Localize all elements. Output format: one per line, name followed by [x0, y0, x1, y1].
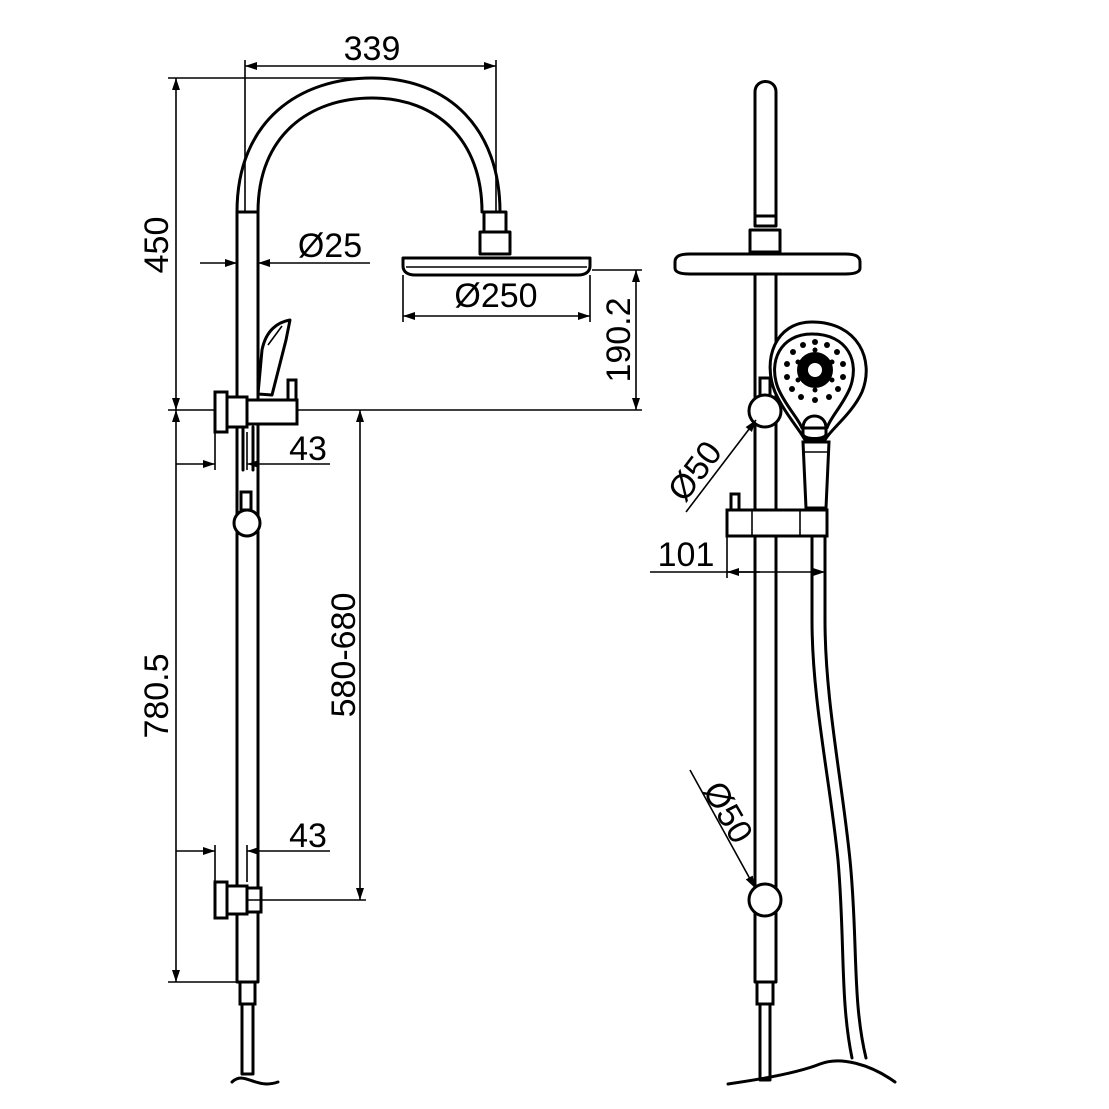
- dim-arm-reach: 339: [344, 30, 401, 68]
- dim-holder-projection: 101: [658, 536, 715, 574]
- side-holder-bracket: [725, 508, 829, 538]
- front-upper-wall-plate: [213, 390, 229, 434]
- dim-side-bracket-diameter-top: Ø50: [661, 434, 730, 508]
- side-floor-curve: [726, 1059, 897, 1086]
- dim-bracket-offset-top: 43: [289, 430, 327, 468]
- side-hand-shower: [768, 320, 868, 510]
- side-arm: [753, 80, 778, 218]
- side-hose: [810, 534, 854, 1060]
- side-upper-bracket: [747, 393, 783, 429]
- front-arm-nut: [482, 210, 508, 234]
- dim-head-to-bracket: 190.2: [600, 297, 638, 382]
- front-arm-inner: [256, 96, 484, 214]
- front-shower-head: [401, 256, 592, 277]
- dim-slide-range: 580-680: [325, 593, 363, 718]
- front-lower-wall-plate: [213, 880, 229, 920]
- dim-head-diameter: Ø250: [454, 277, 537, 315]
- side-dimensions: Ø50 101 Ø50: [650, 419, 826, 889]
- dim-arm-diameter: Ø25: [298, 227, 362, 265]
- front-view: [213, 76, 592, 1086]
- front-lower-bracket: [225, 884, 249, 916]
- front-dimensions: 339 450 Ø25 Ø250 190.2 43 580-680: [138, 30, 642, 983]
- side-shower-head: [673, 252, 862, 276]
- dim-rail-length: 780.5: [138, 653, 176, 738]
- front-slide-knob: [232, 508, 262, 538]
- side-lower-bracket: [747, 882, 783, 918]
- dim-bracket-offset-bottom: 43: [289, 817, 327, 855]
- side-view: [673, 80, 897, 1086]
- front-upper-bracket: [225, 395, 249, 429]
- dim-arm-height: 450: [138, 217, 176, 274]
- front-head-swivel: [478, 230, 512, 256]
- dim-side-bracket-diameter-bottom: Ø50: [695, 775, 760, 850]
- front-hand-shower: [256, 318, 292, 397]
